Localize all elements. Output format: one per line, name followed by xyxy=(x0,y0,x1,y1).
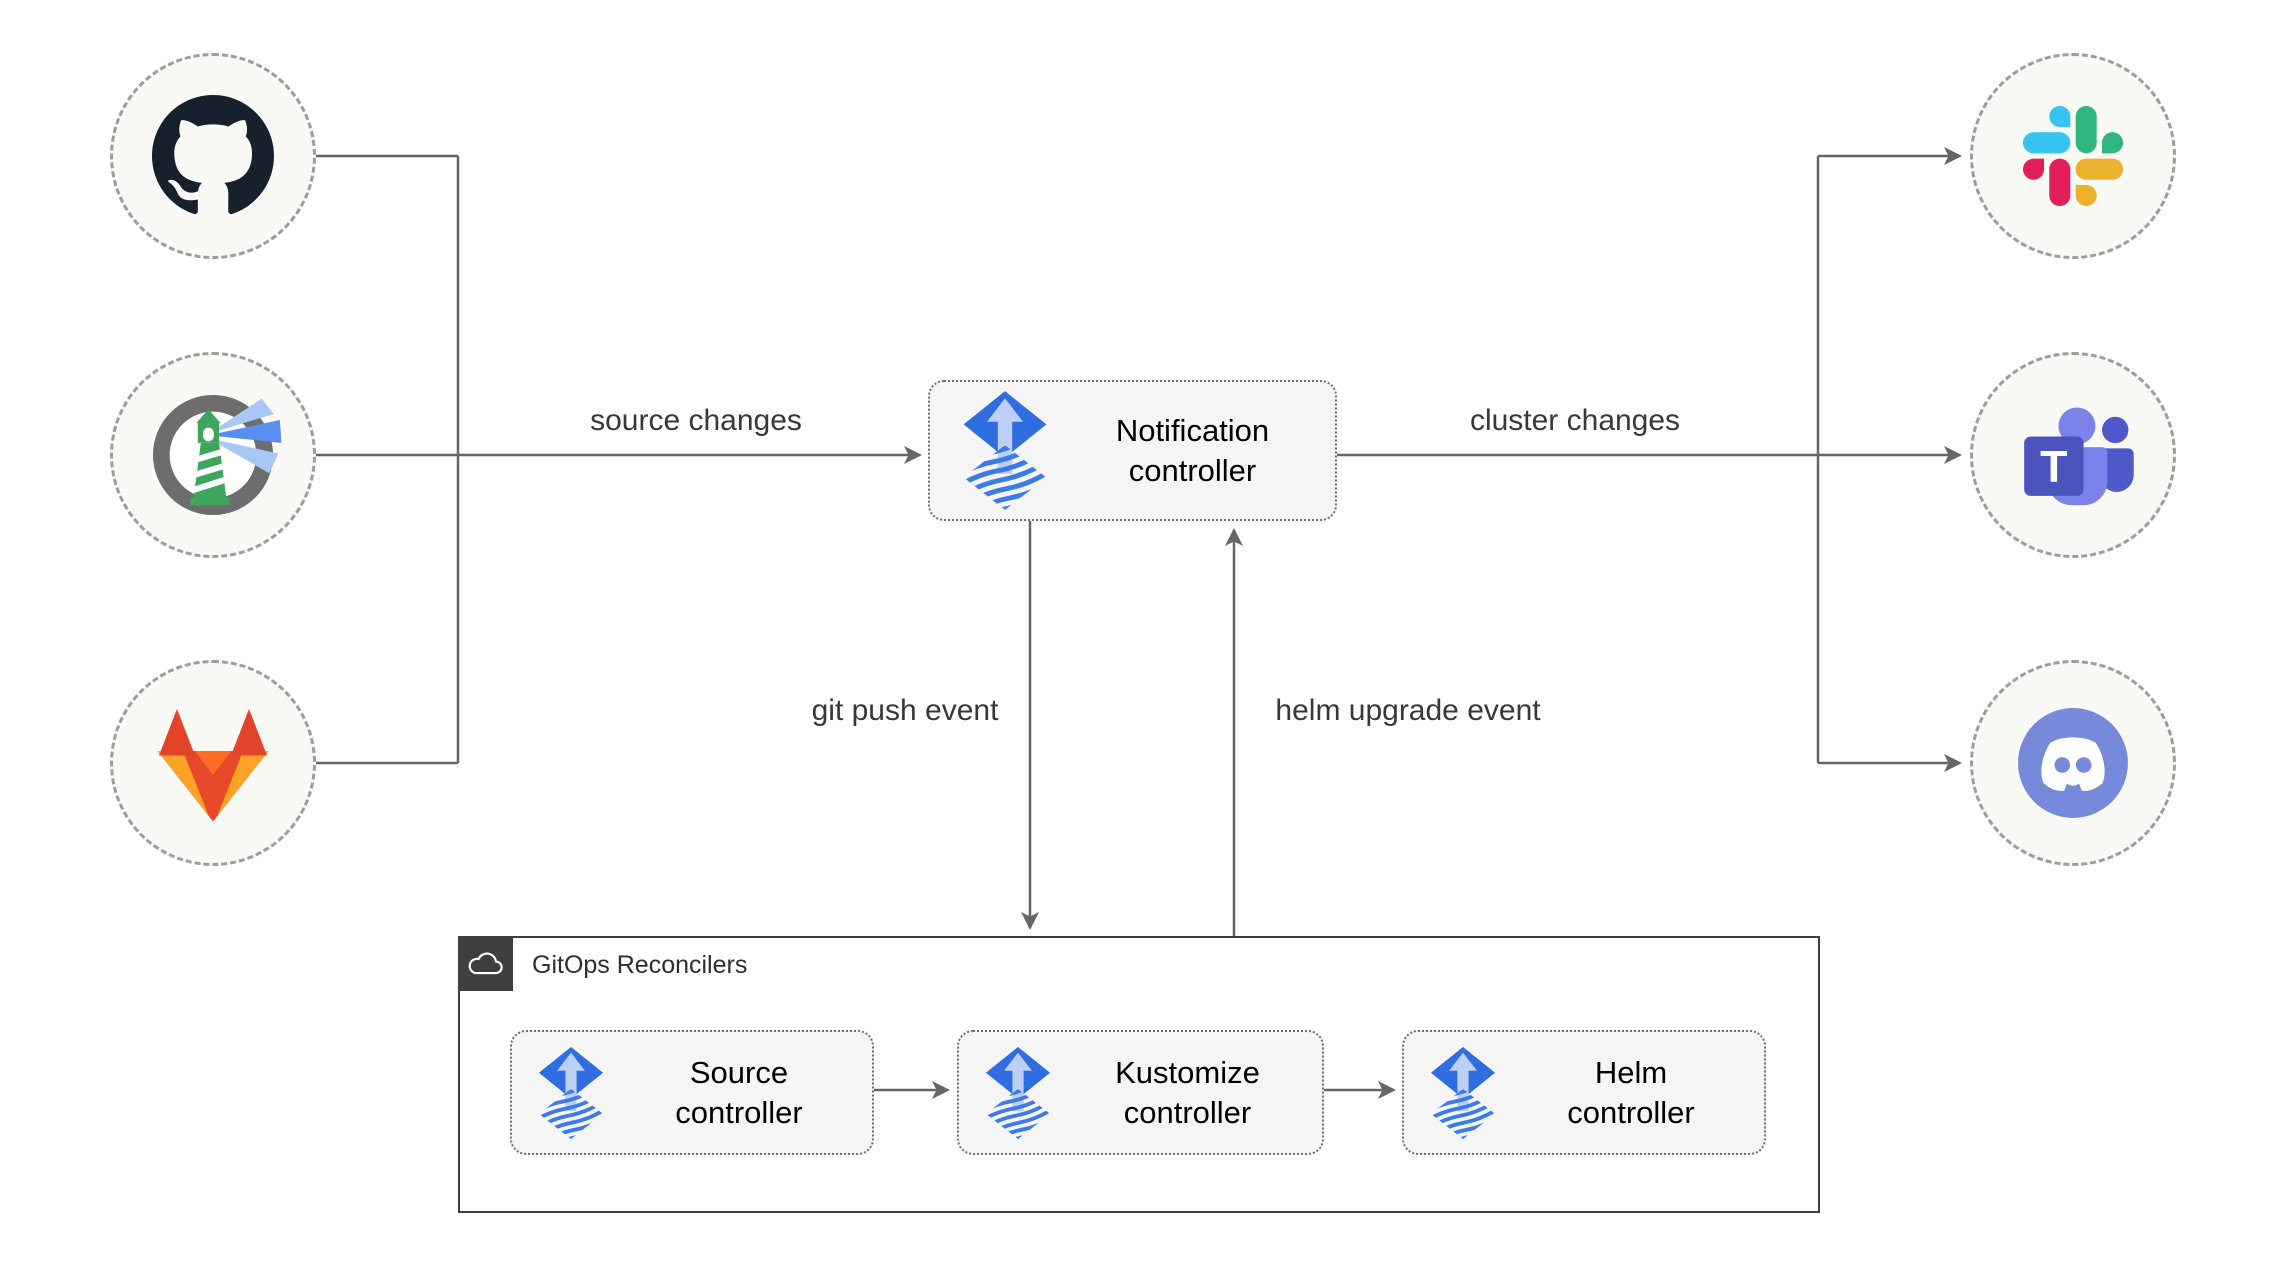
node-discord xyxy=(1970,660,2176,866)
node-harbor xyxy=(110,352,316,558)
teams-letter: T xyxy=(2040,440,2067,491)
notification-controller-label: Notification controller xyxy=(1115,412,1270,488)
helm-controller-label: Helm controller xyxy=(1567,1054,1695,1130)
node-gitlab xyxy=(110,660,316,866)
box-source-controller: Source controller xyxy=(510,1030,874,1155)
flux-icon xyxy=(536,1047,606,1139)
node-github xyxy=(110,53,316,259)
edge-label-helm-upgrade-event: helm upgrade event xyxy=(1275,694,1541,727)
gitlab-icon xyxy=(157,709,269,822)
box-notification-controller: Notification controller xyxy=(928,380,1337,521)
node-teams: T xyxy=(1970,352,2176,558)
discord-icon xyxy=(2018,708,2128,818)
edge-label-source-changes: source changes xyxy=(590,404,802,437)
flux-icon xyxy=(983,1047,1053,1139)
edge-label-git-push-event: git push event xyxy=(811,694,999,727)
harbor-icon xyxy=(152,394,282,516)
edge-label-cluster-changes: cluster changes xyxy=(1469,404,1681,437)
node-slack xyxy=(1970,53,2176,259)
teams-icon: T xyxy=(2024,407,2134,506)
gitops-reconcilers-container: GitOps Reconcilers Source controller Kus… xyxy=(458,936,1820,1213)
gitops-reconcilers-label: GitOps Reconcilers xyxy=(532,951,748,979)
kustomize-controller-label: Kustomize controller xyxy=(1115,1054,1260,1130)
source-controller-label: Source controller xyxy=(675,1054,803,1130)
box-helm-controller: Helm controller xyxy=(1402,1030,1766,1155)
cloud-icon xyxy=(468,952,503,974)
flux-icon xyxy=(1428,1047,1498,1139)
box-kustomize-controller: Kustomize controller xyxy=(957,1030,1324,1155)
flux-icon xyxy=(960,391,1050,510)
slack-icon xyxy=(2023,106,2123,206)
github-icon xyxy=(152,95,274,214)
container-corner-badge xyxy=(458,936,513,991)
